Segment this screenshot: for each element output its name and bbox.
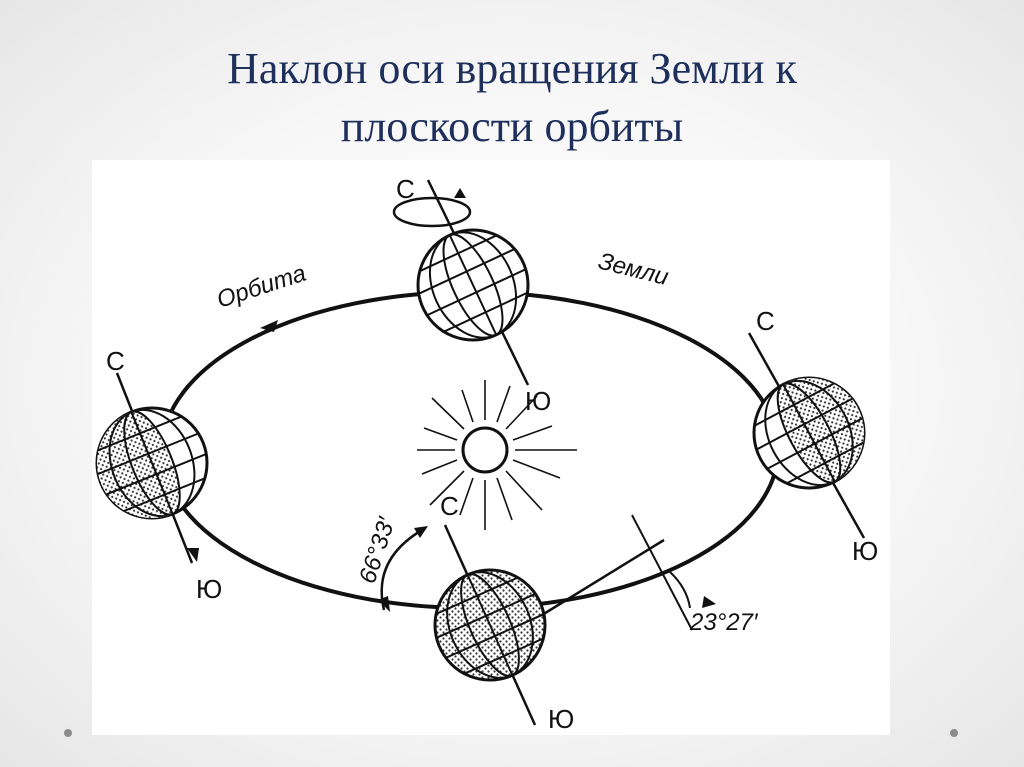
slide-title: Наклон оси вращения Земли к плоскости ор…: [0, 40, 1024, 156]
sun-icon: [417, 380, 577, 530]
nav-dot-icon: [950, 729, 958, 737]
tilt-reference-line: [541, 538, 665, 617]
angle-arc-23: [669, 571, 691, 609]
globe-icon: [433, 524, 547, 726]
perpendicular-line: [631, 514, 693, 631]
south-pole-label: Ю: [525, 386, 551, 416]
north-pole-label: С: [396, 174, 415, 204]
orbit-arrow: [260, 320, 278, 332]
title-line-2: плоскости орбиты: [340, 102, 684, 151]
north-pole-label: С: [440, 491, 459, 521]
orbit-diagram: Орбита Земли С Ю С Ю С Ю С Ю 66°33′ 23°2…: [95, 174, 878, 734]
title-line-1: Наклон оси вращения Земли к: [227, 44, 797, 93]
nav-dot-icon: [64, 729, 72, 737]
rotation-arrow-icon: [392, 196, 472, 228]
diagram-panel: Орбита Земли С Ю С Ю С Ю С Ю 66°33′ 23°2…: [92, 160, 890, 735]
south-pole-label: Ю: [196, 574, 222, 604]
south-pole-label: Ю: [852, 536, 878, 566]
angle-arc-arrow: [378, 596, 390, 612]
orbit-arrow: [187, 548, 199, 562]
globe-icon: [95, 372, 209, 564]
angle-arc-arrow: [414, 526, 428, 538]
orbit-label-right: Земли: [596, 248, 672, 291]
globe-icon: [747, 332, 866, 539]
north-pole-label: С: [756, 306, 775, 336]
north-pole-label: С: [106, 346, 125, 376]
south-pole-label: Ю: [548, 704, 574, 734]
orbit-arrow: [702, 596, 716, 608]
angle-label-66: 66°33′: [354, 513, 401, 587]
globe-icon: [416, 179, 530, 386]
angle-label-23: 23°27′: [689, 609, 759, 636]
orbit-label-left: Орбита: [214, 260, 310, 314]
rotation-arrow-head: [454, 188, 466, 198]
